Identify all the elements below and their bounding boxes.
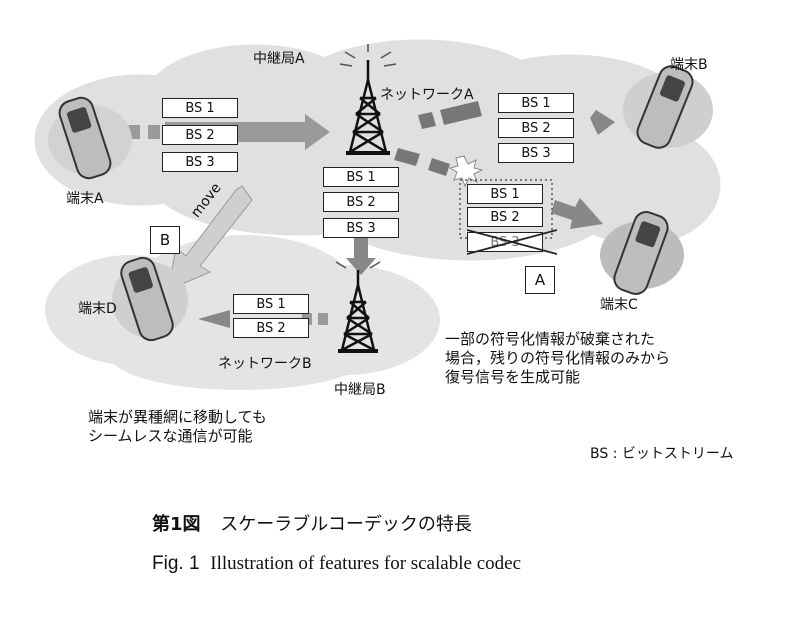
- bitstream-box: BS 2: [233, 318, 309, 338]
- caption-en-text: Illustration of features for scalable co…: [210, 553, 521, 574]
- legend: BS : ビットストリーム: [590, 446, 734, 462]
- bitstream-box: BS 1: [233, 294, 309, 314]
- terminal-a-label: 端末A: [66, 191, 104, 207]
- bitstream-box: BS 1: [498, 93, 574, 113]
- caption-english: Fig. 1 Illustration of features for scal…: [152, 553, 521, 575]
- relay-b-tower: [335, 261, 381, 353]
- discard-cross-icon: [467, 229, 557, 255]
- note-line: 端末が異種網に移動しても: [88, 408, 267, 426]
- terminal-c-label: 端末C: [600, 297, 638, 313]
- network-b-label: ネットワークB: [218, 356, 312, 372]
- terminal-b-label: 端末B: [670, 57, 708, 73]
- bitstream-box: BS 1: [162, 98, 238, 118]
- terminal-b-phone: [623, 65, 713, 149]
- caption-japanese: 第1図 スケーラブルコーデックの特長: [152, 510, 472, 536]
- terminal-d-phone: [112, 256, 188, 342]
- caption-ja-text: スケーラブルコーデックの特長: [220, 514, 472, 535]
- terminal-d-label: 端末D: [78, 301, 117, 317]
- note-line: 復号信号を生成可能: [445, 368, 581, 386]
- note-line: シームレスな通信が可能: [88, 427, 253, 445]
- bitstream-box: BS 1: [323, 167, 399, 187]
- relay-a-tower: [339, 44, 397, 155]
- bitstream-box: BS 3: [162, 152, 238, 172]
- bitstream-box: BS 3: [323, 218, 399, 238]
- marker-a: A: [525, 266, 555, 294]
- bitstream-box: BS 3: [498, 143, 574, 163]
- note-line: 一部の符号化情報が破棄された: [445, 330, 656, 348]
- terminal-a-phone: [48, 96, 132, 180]
- bitstream-box: BS 2: [467, 207, 543, 227]
- note-partial-decoding: 一部の符号化情報が破棄された 場合，残りの符号化情報のみから 復号信号を生成可能: [445, 330, 670, 387]
- note-line: 場合，残りの符号化情報のみから: [445, 349, 671, 367]
- relay-b-label: 中継局B: [334, 382, 386, 398]
- terminal-c-phone: [600, 211, 684, 295]
- caption-en-number: Fig. 1: [152, 553, 200, 574]
- note-seamless-handover: 端末が異種網に移動しても シームレスな通信が可能: [88, 408, 267, 446]
- bitstream-box: BS 1: [467, 184, 543, 204]
- bitstream-box: BS 2: [498, 118, 574, 138]
- marker-b: B: [150, 226, 180, 254]
- relay-a-label: 中継局A: [253, 51, 305, 67]
- bitstream-box: BS 2: [162, 125, 238, 145]
- bitstream-box: BS 2: [323, 192, 399, 212]
- network-a-label: ネットワークA: [380, 87, 474, 103]
- caption-ja-number: 第1図: [152, 514, 201, 535]
- discard-burst-icon: [448, 155, 484, 188]
